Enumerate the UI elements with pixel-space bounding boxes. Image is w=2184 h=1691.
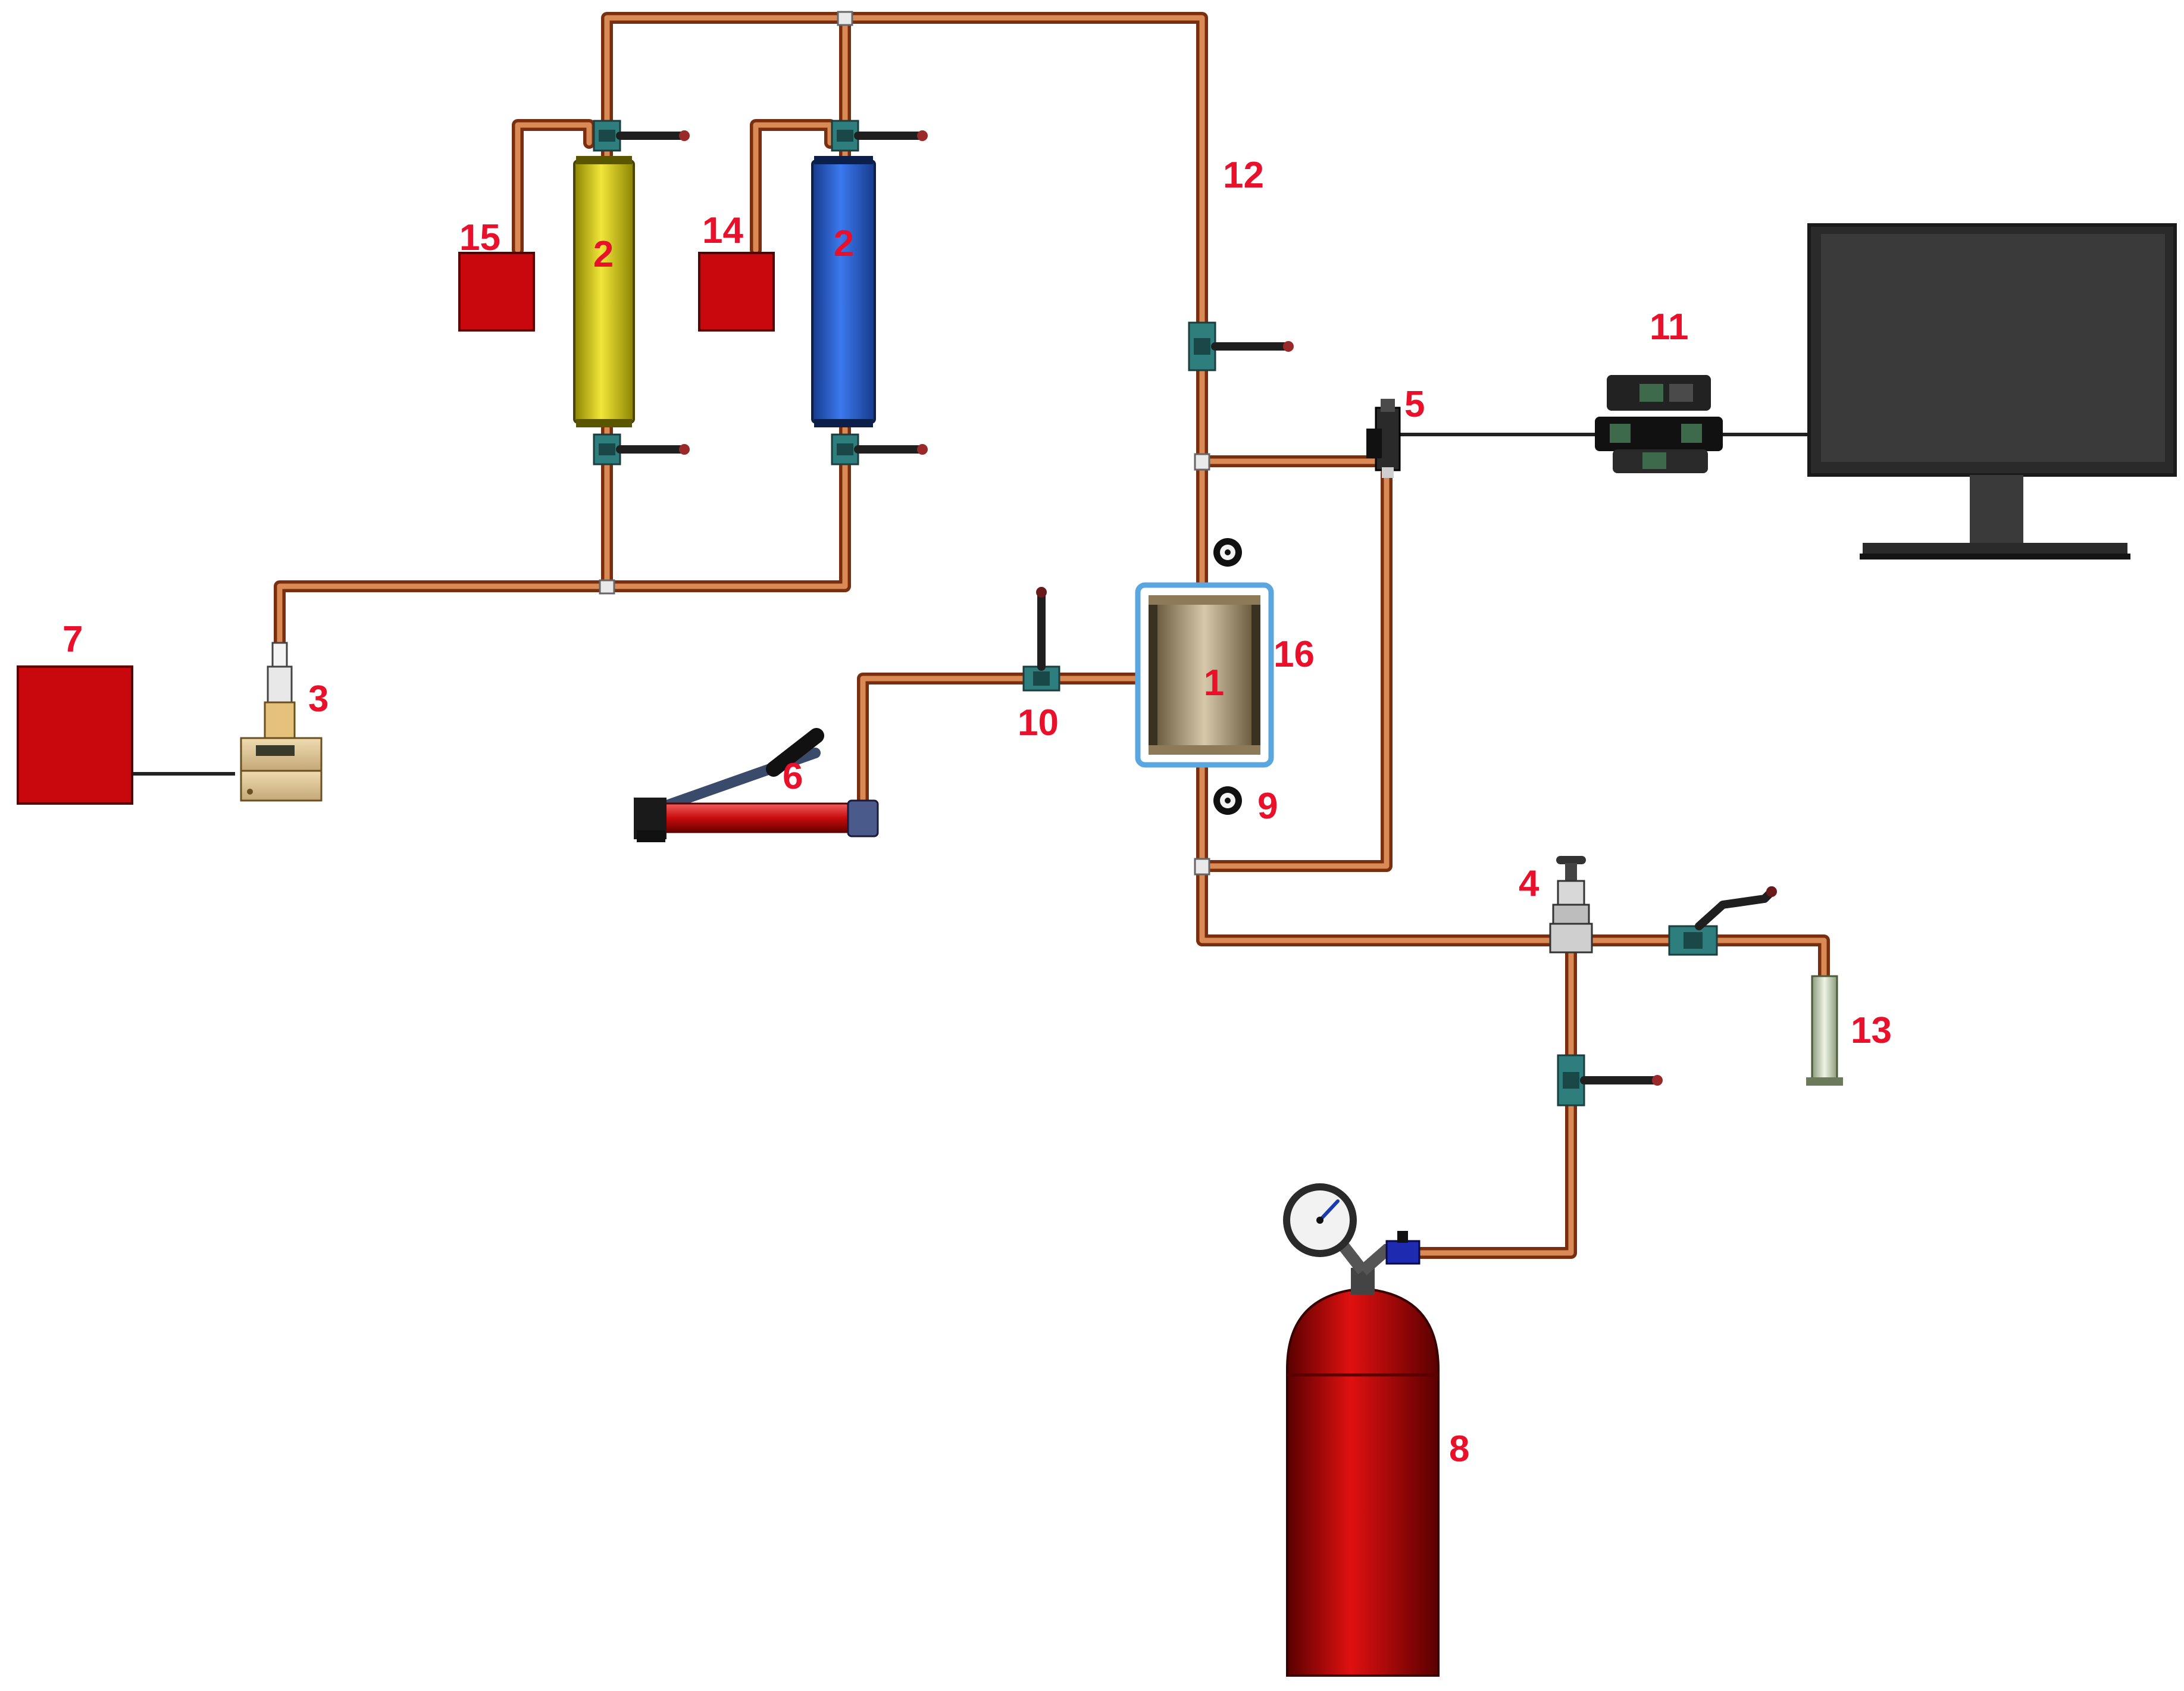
core-holder <box>1135 582 1274 768</box>
tee-fittings <box>599 11 1210 876</box>
syringe-pump <box>240 642 323 802</box>
outlet-valve-icon[interactable] <box>1668 886 1777 956</box>
column-yellow <box>573 156 635 427</box>
piping <box>274 12 1830 1259</box>
label-core-holder: 1 <box>1204 662 1224 704</box>
label-syringe-pump: 3 <box>308 679 328 720</box>
valve-icon[interactable] <box>1557 1054 1663 1107</box>
label-column-blue: 2 <box>834 223 854 264</box>
label-controller: 7 <box>62 619 83 660</box>
pressure-transducer-icon <box>1366 399 1401 478</box>
column-blue <box>811 156 876 427</box>
label-inlet-valve: 10 <box>1018 702 1059 743</box>
component-labels: 1 2 2 3 4 5 6 7 8 9 10 11 12 13 14 15 16 <box>62 155 1892 1470</box>
label-pressure-gauge: 9 <box>1257 786 1278 827</box>
label-gas-cylinder: 8 <box>1449 1429 1469 1470</box>
tank-14 <box>698 252 775 332</box>
inlet-valve-icon[interactable] <box>1022 587 1060 692</box>
back-pressure-regulator[interactable] <box>1549 856 1593 954</box>
gas-cylinder <box>1283 1183 1440 1677</box>
hand-pump <box>634 728 879 842</box>
valve-icon[interactable] <box>593 433 690 465</box>
valve-icon[interactable] <box>831 433 928 465</box>
label-line: 12 <box>1223 155 1264 196</box>
label-tank-15: 15 <box>459 217 500 258</box>
data-acquisition-module <box>1595 375 1723 473</box>
label-regulator: 4 <box>1519 863 1540 904</box>
signal-wires <box>132 433 1809 776</box>
computer-monitor <box>1807 223 2177 560</box>
label-collector: 13 <box>1851 1010 1892 1051</box>
cylinder-gauge-icon <box>1283 1183 1357 1257</box>
label-hand-pump: 6 <box>783 756 803 797</box>
label-pressure-transducer: 5 <box>1404 384 1425 425</box>
valve-icon[interactable] <box>831 120 928 152</box>
collector-tube <box>1806 975 1843 1086</box>
controller-box <box>17 665 133 805</box>
valve-icon[interactable] <box>1188 321 1294 371</box>
label-tank-14: 14 <box>702 210 743 251</box>
label-column-yellow: 2 <box>593 234 614 275</box>
valve-icon[interactable] <box>593 120 690 152</box>
label-confining-jacket: 16 <box>1274 634 1315 675</box>
pressure-gauge-icon <box>1213 538 1242 567</box>
label-data-acquisition: 11 <box>1650 307 1689 348</box>
tank-15 <box>458 252 535 332</box>
pressure-gauge-icon <box>1213 786 1242 815</box>
